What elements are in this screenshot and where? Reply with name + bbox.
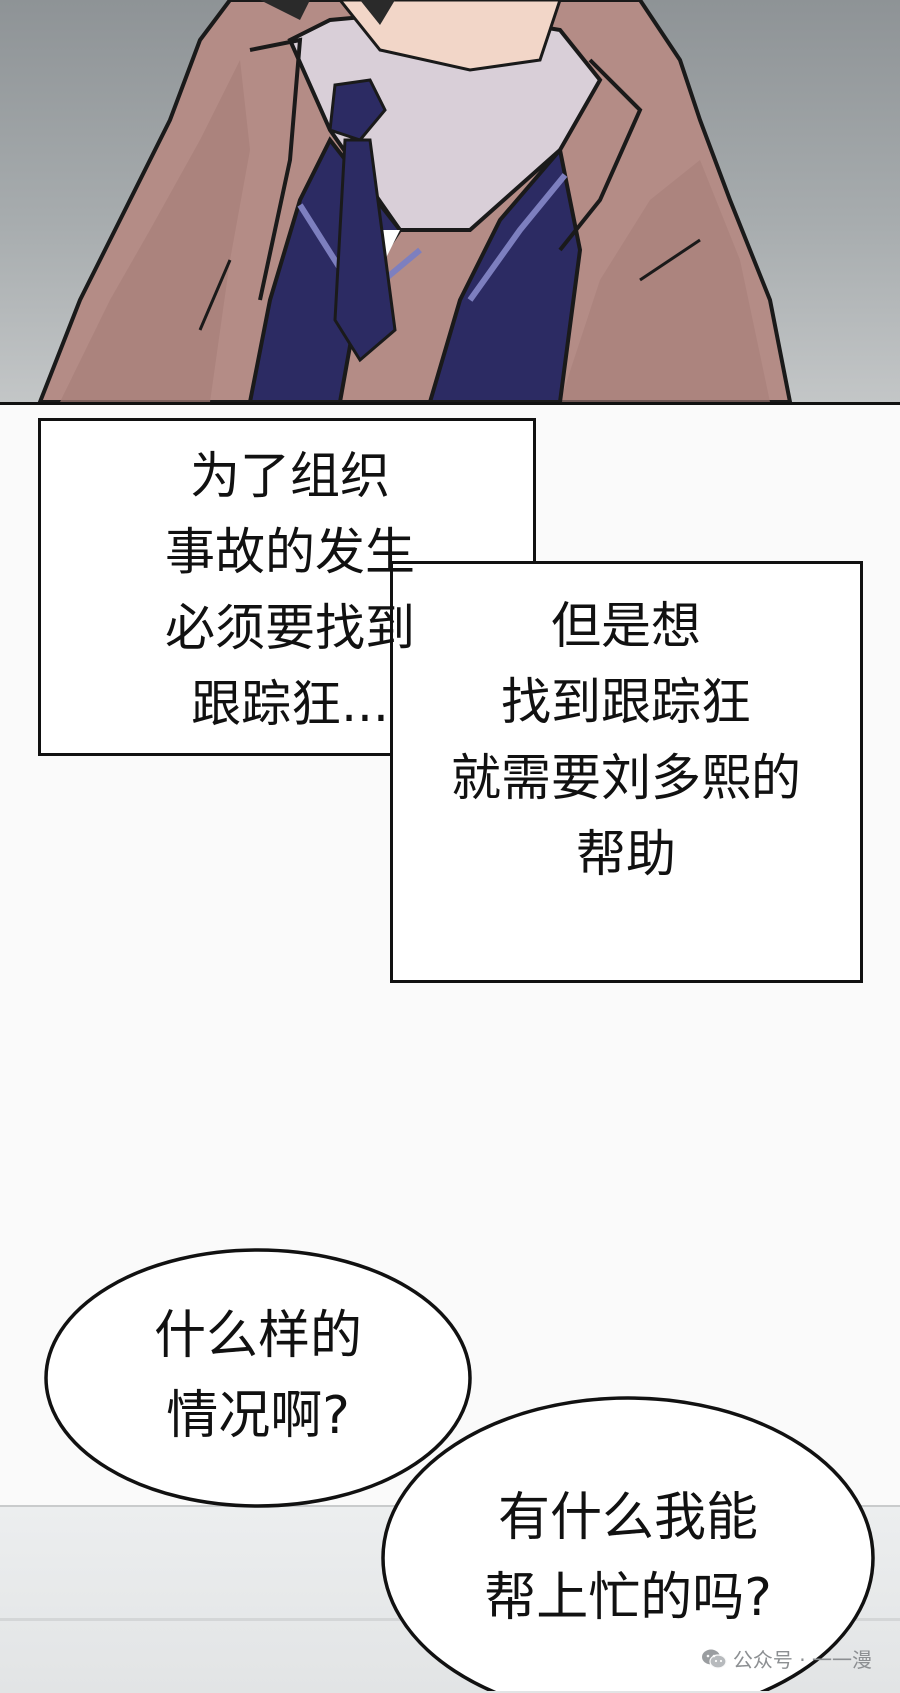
speech-bubble-2 bbox=[381, 1396, 875, 1691]
watermark-text: 公众号 · 一一漫 bbox=[732, 1648, 872, 1672]
narration-1-line: 为了组织 bbox=[190, 447, 390, 505]
speech-bubbles bbox=[44, 1248, 875, 1691]
bubble-2-line: 有什么我能 bbox=[497, 1488, 758, 1548]
narration-text-1: 为了组织 事故的发生 必须要找到 跟踪狂... bbox=[100, 438, 480, 742]
wechat-icon bbox=[701, 1649, 727, 1669]
narration-1-line: 必须要找到 bbox=[165, 599, 415, 657]
narration-1-line: 跟踪狂... bbox=[191, 675, 389, 733]
bubble-text-1: 什么样的 情况啊? bbox=[80, 1296, 436, 1456]
narration-2-line: 找到跟踪狂 bbox=[501, 673, 751, 731]
narration-box-2 bbox=[390, 561, 863, 983]
speech-bubble-1 bbox=[44, 1248, 472, 1508]
watermark: 公众号 · 一一漫 bbox=[701, 1644, 872, 1673]
narration-1-line: 事故的发生 bbox=[165, 523, 415, 581]
tie bbox=[333, 138, 397, 363]
character-panel bbox=[0, 0, 900, 405]
character-illustration bbox=[37, 0, 793, 402]
narration-2-line: 但是想 bbox=[551, 597, 701, 655]
bubble-text-2: 有什么我能 帮上忙的吗? bbox=[410, 1478, 846, 1638]
bubble-1-line: 什么样的 bbox=[153, 1306, 362, 1366]
vest-right bbox=[427, 145, 583, 402]
bubble-2-line: 帮上忙的吗? bbox=[484, 1568, 772, 1628]
narration-2-line: 帮助 bbox=[576, 825, 676, 883]
bubble-1-line: 情况啊? bbox=[166, 1386, 350, 1446]
narration-text-2: 但是想 找到跟踪狂 就需要刘多熙的 帮助 bbox=[395, 588, 857, 892]
narration-2-line: 就需要刘多熙的 bbox=[451, 749, 801, 807]
tie-knot bbox=[328, 78, 387, 142]
